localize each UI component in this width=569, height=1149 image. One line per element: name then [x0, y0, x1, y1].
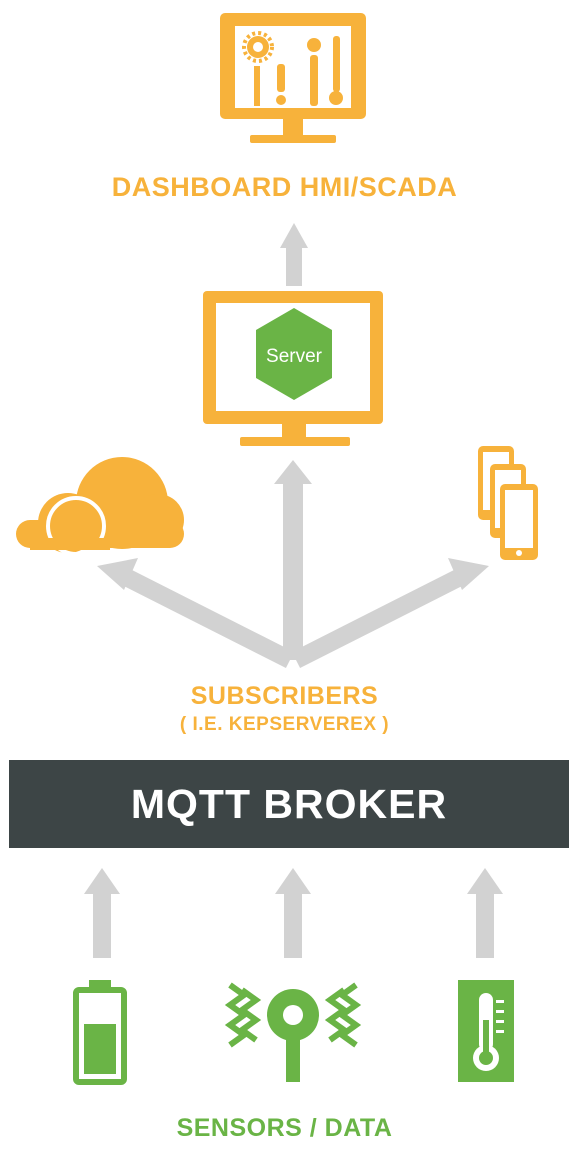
dashboard-monitor-icon: [220, 13, 366, 143]
cloud-icon: [16, 457, 184, 556]
gear-icon: [242, 31, 274, 63]
subscribers-sublabel: ( I.E. KEPSERVEREX ): [179, 714, 390, 735]
mqtt-broker-bar: MQTT BROKER: [9, 760, 569, 848]
subscriber-arrows: [97, 460, 489, 669]
sensor-arrows: [84, 868, 503, 958]
mobile-devices-icon: [478, 446, 538, 560]
dashboard-label: DASHBOARD HMI/SCADA: [111, 172, 458, 202]
battery-icon: [73, 980, 127, 1085]
server-label: Server: [266, 346, 323, 367]
thermometer-icon: [458, 980, 514, 1082]
server-monitor-icon: [203, 291, 383, 446]
mqtt-broker-label: MQTT BROKER: [130, 780, 448, 827]
arrow-server-to-dashboard: [280, 223, 308, 286]
sensors-label: SENSORS / DATA: [176, 1114, 393, 1142]
subscribers-label: SUBSCRIBERS: [190, 682, 379, 710]
vibration-sensor-icon: [224, 982, 362, 1082]
